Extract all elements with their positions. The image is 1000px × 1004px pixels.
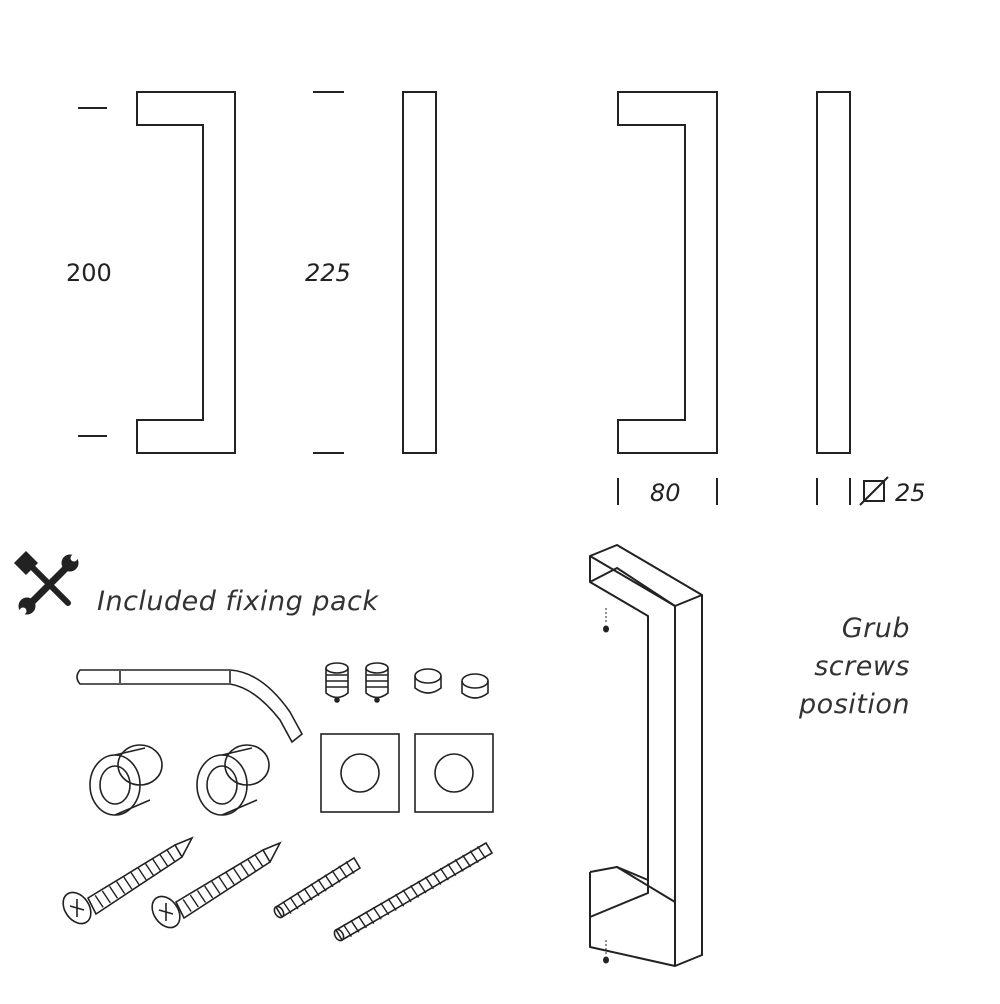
thread-line: [469, 850, 479, 864]
thread-line: [338, 865, 348, 879]
square-section-icon: [859, 476, 889, 506]
thread-line: [247, 858, 257, 872]
thread-line: [476, 845, 487, 859]
grub-screw-marker-bottom: [603, 940, 609, 964]
grub-screw: [365, 662, 389, 703]
cap: [461, 673, 489, 699]
dim-label-200: 200: [66, 259, 112, 287]
grub-label-line1: Grub: [842, 613, 910, 644]
thread-line: [380, 902, 390, 916]
thread-line: [196, 890, 207, 903]
thread-line: [218, 876, 228, 890]
allen-key: [76, 669, 304, 744]
thread-line: [137, 867, 147, 881]
thread-line: [282, 901, 292, 914]
wood-screw: [62, 836, 194, 925]
thread-line: [402, 889, 412, 903]
dim-label-225: 225: [305, 259, 351, 287]
threaded-bar-long: [333, 841, 494, 942]
thread-line: [310, 883, 320, 897]
thread-line: [387, 898, 397, 911]
thread-line: [395, 893, 405, 907]
thread-line: [159, 853, 169, 867]
thread-line: [151, 858, 162, 872]
thread-line: [303, 887, 313, 901]
handle-front-2: [816, 91, 851, 454]
thread-line: [239, 863, 250, 876]
dim-label-80: 80: [650, 479, 681, 507]
cap: [414, 668, 442, 694]
handle-profile-2: [617, 91, 718, 454]
grub-screw: [325, 662, 349, 703]
thread-line: [289, 896, 299, 910]
thread-line: [144, 862, 154, 876]
thread-line: [225, 872, 235, 885]
thread-line: [324, 874, 334, 888]
thread-line: [462, 854, 472, 868]
thread-line: [232, 867, 242, 881]
thread-line: [439, 867, 449, 881]
handle-3d: [589, 544, 703, 967]
thread-hatching: [94, 845, 487, 938]
thread-line: [432, 872, 442, 885]
spacer-rose: [196, 744, 270, 816]
grub-screw-marker-top: [603, 608, 609, 633]
thread-line: [350, 919, 360, 933]
thread-line: [94, 895, 104, 908]
grub-label-line2: screws: [814, 651, 910, 682]
square-plate: [414, 733, 494, 813]
thread-line: [365, 911, 375, 924]
fixing-pack-title: Included fixing pack: [97, 586, 379, 617]
thread-line: [342, 924, 353, 938]
thread-line: [204, 885, 214, 899]
handle-profile-1: [136, 91, 236, 454]
wood-screw: [151, 841, 282, 929]
thread-line: [254, 854, 264, 867]
thread-line: [372, 906, 382, 920]
thread-line: [108, 885, 119, 899]
thread-line: [101, 890, 111, 904]
thread-line: [345, 861, 355, 874]
thread-line: [331, 869, 341, 883]
thread-line: [211, 881, 221, 894]
thread-line: [454, 859, 464, 872]
dim-label-25: 25: [895, 479, 926, 507]
thread-line: [447, 863, 457, 877]
threaded-bar-short: [273, 856, 362, 919]
handle-front-1: [402, 91, 437, 454]
square-plate: [320, 733, 400, 813]
thread-line: [424, 876, 434, 890]
thread-line: [116, 881, 126, 895]
spacer-rose: [89, 744, 163, 816]
thread-line: [182, 899, 192, 912]
thread-line: [296, 892, 306, 906]
grub-label-line3: position: [798, 689, 910, 720]
thread-line: [166, 849, 176, 862]
thread-line: [357, 915, 367, 929]
thread-line: [409, 885, 420, 898]
tools-icon: [13, 550, 79, 615]
thread-line: [189, 894, 199, 908]
thread-line: [417, 880, 427, 894]
thread-line: [317, 878, 327, 892]
thread-line: [130, 872, 140, 885]
thread-line: [123, 876, 133, 890]
